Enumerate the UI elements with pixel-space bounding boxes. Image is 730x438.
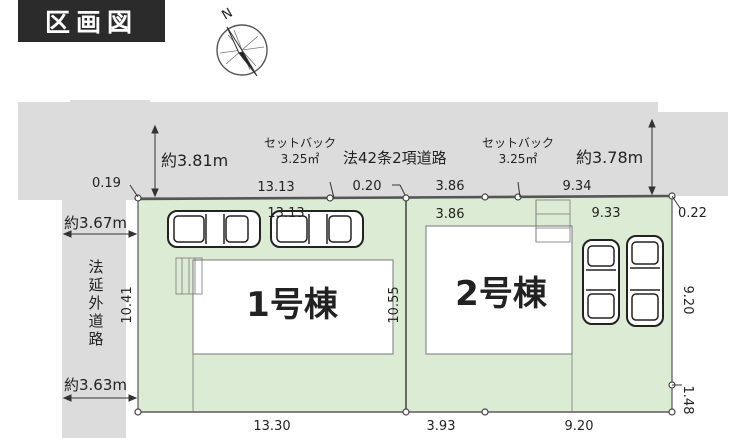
lot-1-label: 1号棟	[246, 285, 339, 325]
dim-top-lot1-inner: 13.13	[267, 206, 304, 221]
car-icon	[626, 235, 664, 327]
steps-2	[535, 199, 571, 243]
road-name: 法42条2項道路	[343, 149, 447, 167]
car-icon	[582, 239, 620, 325]
dim-left-side: 10.41	[120, 286, 135, 323]
svg-text:道: 道	[88, 312, 103, 330]
dim-top-lot2-left-inner: 3.86	[436, 207, 465, 222]
west-road	[18, 100, 150, 438]
svg-text:法: 法	[88, 258, 103, 276]
dim-top-lot2-left-road: 3.86	[436, 179, 465, 194]
building-2	[425, 225, 573, 355]
page-title: 区画図	[18, 0, 165, 42]
west-road-width-bottom: 約3.63m	[64, 376, 127, 394]
setback-1-area: 3.25㎡	[281, 152, 320, 166]
dim-bottom-lot2-left: 3.93	[427, 419, 456, 434]
dim-corner-top-left: 0.19	[92, 176, 121, 191]
west-road-width-top: 約3.67m	[64, 214, 127, 232]
setback-2-area: 3.25㎡	[499, 152, 538, 166]
setback-1-label: セットバック	[264, 136, 336, 150]
car-icon	[270, 210, 364, 248]
dim-top-lot2-right-road: 9.34	[563, 179, 592, 194]
dim-right-bottom: 1.48	[680, 386, 695, 415]
north-compass-icon: N	[216, 6, 268, 77]
dim-middle-boundary: 10.55	[387, 286, 402, 323]
dim-bottom-lot2-right: 9.20	[565, 419, 594, 434]
compass-north-label: N	[220, 6, 236, 24]
front-road	[18, 102, 728, 200]
dim-bottom-lot1: 13.30	[253, 419, 290, 434]
building-1	[192, 259, 394, 355]
road-width-left-label: 約3.81m	[161, 151, 228, 170]
svg-text:外: 外	[88, 294, 103, 312]
setback-2-label: セットバック	[482, 136, 554, 150]
svg-text:延: 延	[88, 276, 103, 294]
car-icon	[167, 210, 261, 248]
dim-right-side: 9.20	[680, 286, 695, 315]
svg-text:路: 路	[88, 330, 103, 348]
west-road-name: 法 延 外 道 路	[88, 258, 103, 348]
steps-1	[175, 257, 203, 412]
road-width-right-label: 約3.78m	[576, 148, 643, 167]
dim-top-mid-gap: 0.20	[353, 179, 382, 194]
dim-corner-top-right: 0.22	[678, 206, 707, 221]
lot-2-label: 2号棟	[455, 274, 548, 314]
road-width-arrows	[62, 118, 682, 402]
dim-top-lot1-road: 13.13	[257, 180, 294, 195]
dim-top-lot2-right-inner: 9.33	[592, 206, 621, 221]
